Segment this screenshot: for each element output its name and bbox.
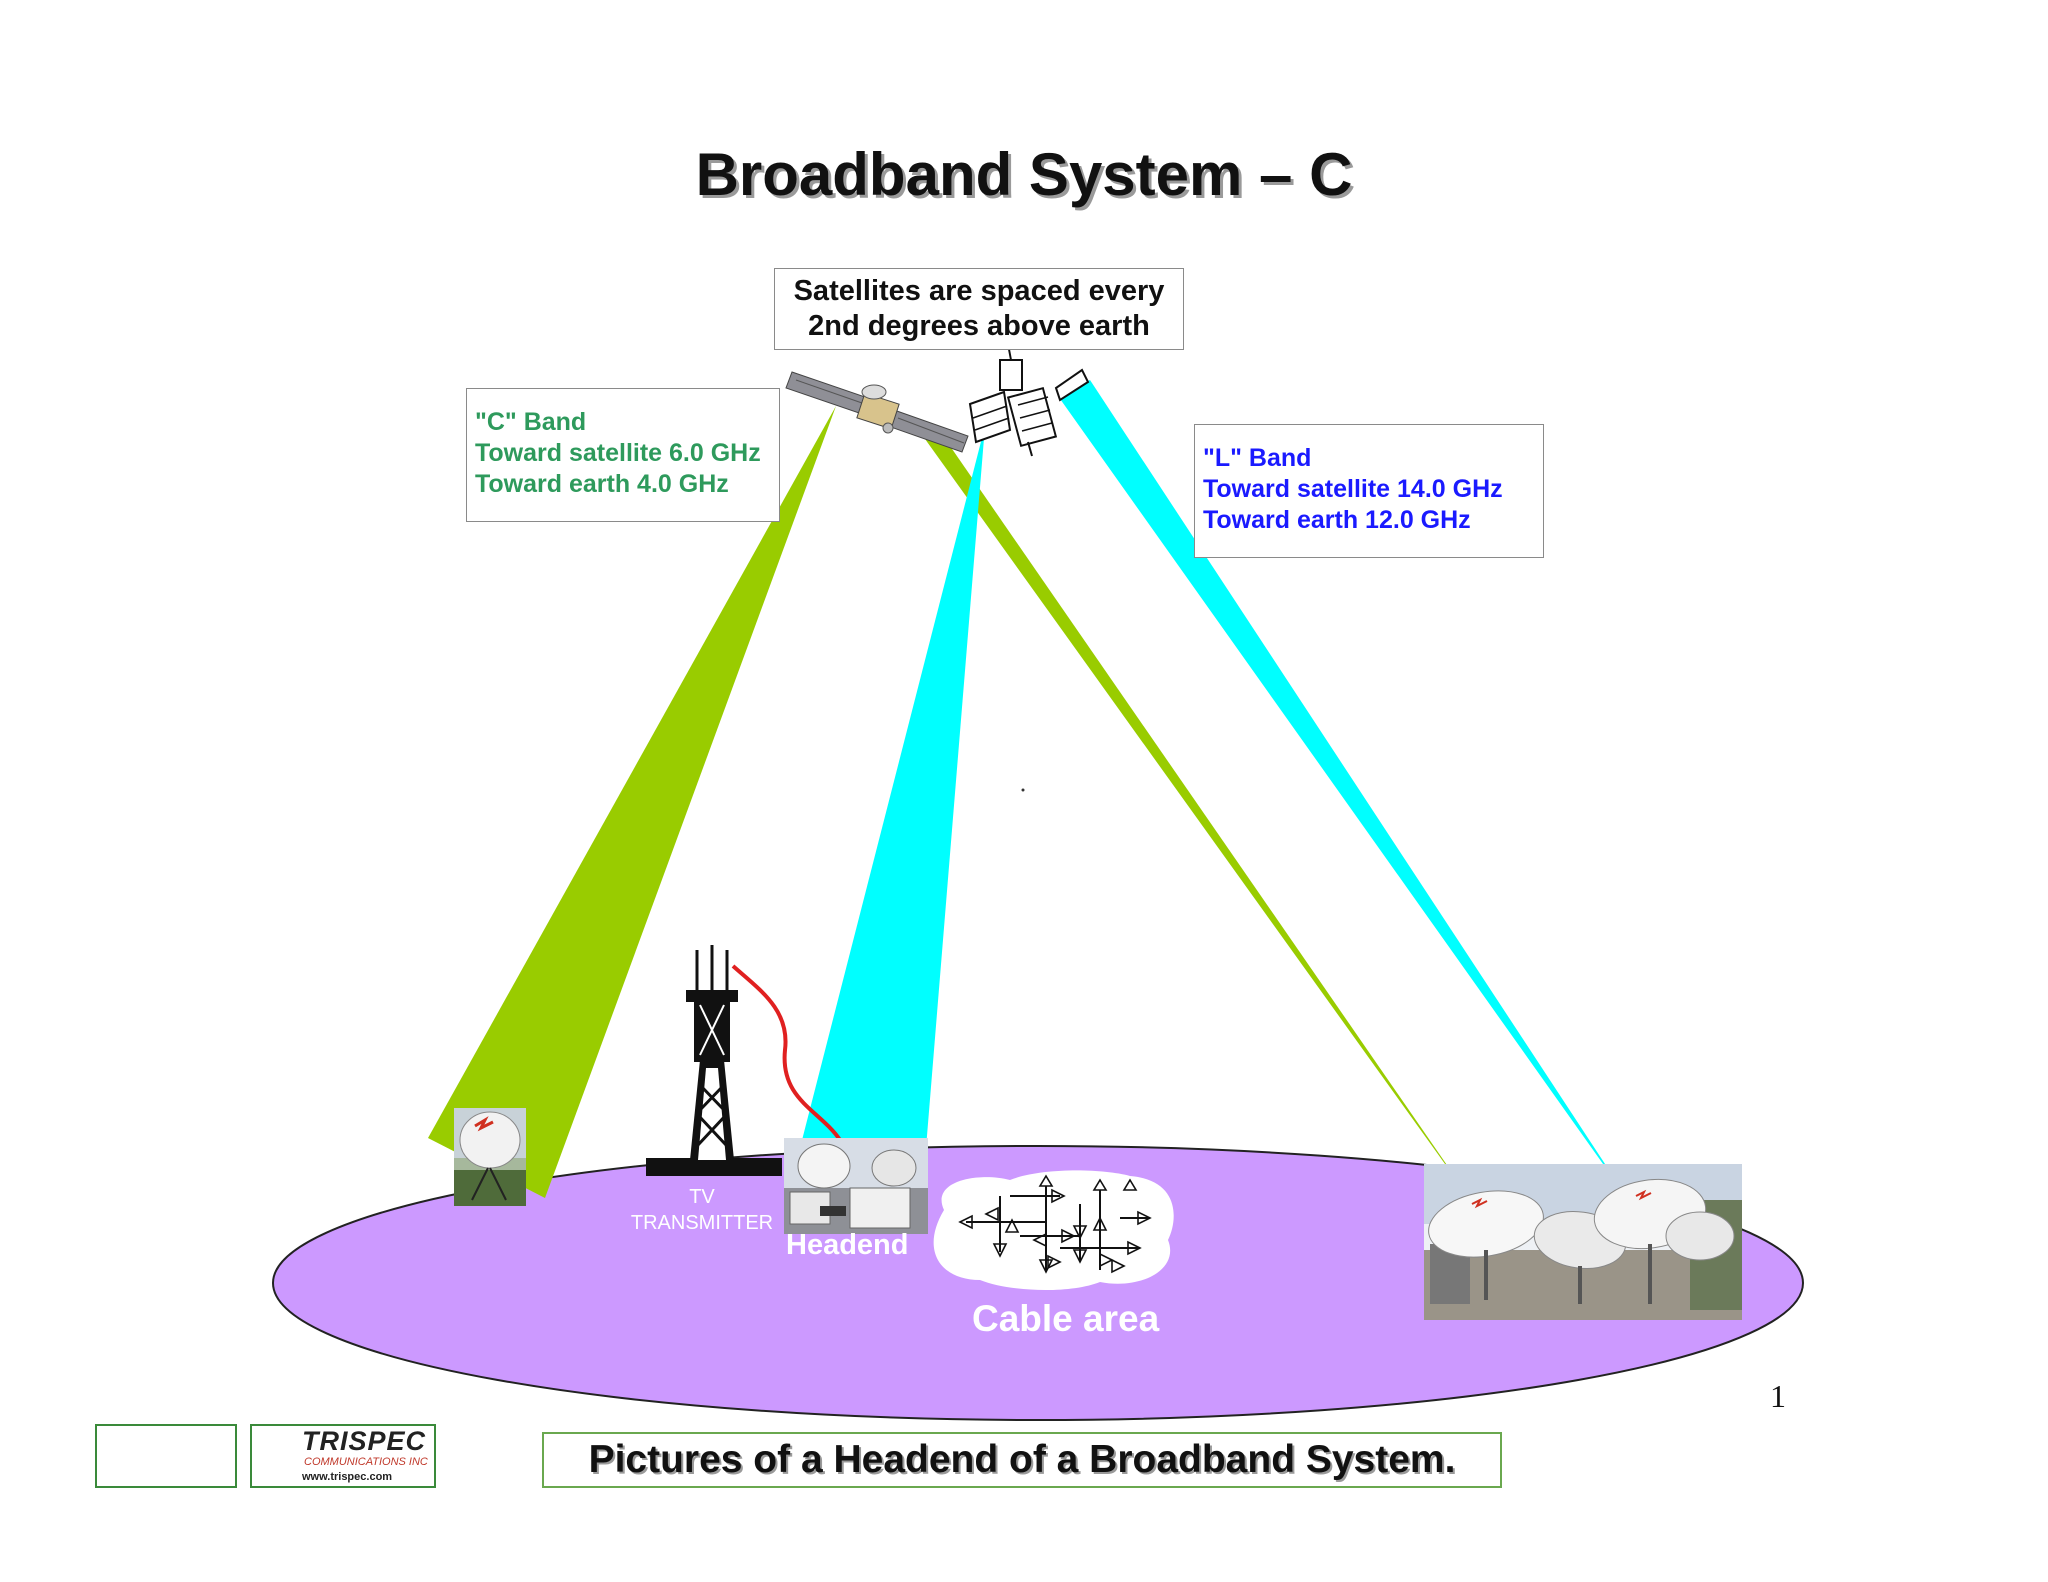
c-band-heading: "C" Band [475,408,587,436]
tv-label-line1: TV [689,1186,715,1208]
headend-label: Headend [786,1229,909,1261]
c-band-uplink: Toward satellite 6.0 GHz [475,439,761,467]
slide-caption: Pictures of a Headend of a Broadband Sys… [542,1432,1502,1488]
tv-label-line2: TRANSMITTER [630,1212,774,1234]
trispec-logo: TRISPEC COMMUNICATIONS INC www.trispec.c… [250,1424,436,1488]
tv-transmitter-tower [646,945,782,1176]
c-band-info-box: "C" Band Toward satellite 6.0 GHz Toward… [466,388,780,522]
l-band-downlink: Toward earth 12.0 GHz [1203,506,1471,534]
page-number: 1 [1770,1378,1786,1414]
l-band-heading: "L" Band [1203,444,1312,472]
c-band-beam-right [920,432,1478,1210]
logo-url: www.trispec.com [302,1471,393,1483]
satellite-note-line2: 2nd degrees above earth [808,310,1150,342]
logo-subtitle: COMMUNICATIONS INC [304,1456,428,1468]
headend-photo [784,1138,928,1234]
l-band-beam-headend [800,426,985,1148]
transmitter-link-cable [731,964,844,1159]
dish-antenna-photo [454,1108,526,1206]
satellite-icon [785,371,969,453]
stray-dot [1021,788,1025,792]
earth-station-photo [1424,1164,1742,1320]
satellite-icon [968,343,1090,457]
c-band-downlink: Toward earth 4.0 GHz [475,470,729,498]
l-band-beam-right [1058,380,1630,1202]
satellite-note-line1: Satellites are spaced every [793,275,1165,307]
c-band-beam-left [428,406,836,1198]
tv-transmitter-label: TV TRANSMITTER [622,1184,782,1236]
logo-brand: TRISPEC [302,1426,427,1456]
cable-area-label: Cable area [972,1298,1160,1339]
l-band-info-box: "L" Band Toward satellite 14.0 GHz Towar… [1194,424,1544,558]
satellite-spacing-note: Satellites are spaced every 2nd degrees … [774,268,1184,350]
page-title: Broadband System – C [695,141,1353,208]
l-band-uplink: Toward satellite 14.0 GHz [1203,475,1503,503]
signature-box [95,1424,237,1488]
cable-area-cloud [933,1170,1174,1291]
